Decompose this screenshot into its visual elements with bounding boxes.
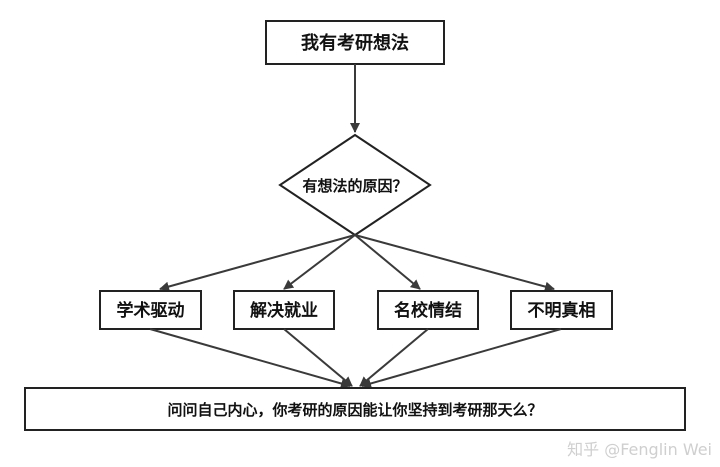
arrow-reason-4-to-conclusion: [361, 328, 562, 389]
reason-node-3-label: 名校情结: [394, 300, 462, 321]
arrow-reason-3-to-conclusion: [359, 328, 429, 387]
reason-node-4-label: 不明真相: [528, 300, 596, 321]
reason-node-1-label: 学术驱动: [117, 300, 185, 321]
watermark-text: 知乎 @Fenglin Wei: [567, 440, 712, 459]
arrow-decision-to-reason-2: [283, 234, 356, 290]
decision-node-label: 有想法的原因？: [302, 177, 407, 195]
decision-node: 有想法的原因？: [278, 133, 432, 237]
reason-node-1: 学术驱动: [99, 290, 202, 330]
arrow-reason-2-to-conclusion: [283, 328, 353, 387]
reason-node-3: 名校情结: [377, 290, 479, 330]
start-node: 我有考研想法: [265, 20, 445, 65]
start-node-label: 我有考研想法: [301, 32, 409, 54]
arrow-decision-to-reason-4: [354, 234, 555, 292]
conclusion-node: 问问自己内心，你考研的原因能让你坚持到考研那天么？: [24, 387, 686, 431]
arrow-decision-to-reason-3: [354, 234, 421, 290]
reason-node-2: 解决就业: [233, 290, 335, 330]
arrow-decision-to-reason-1: [159, 234, 356, 292]
reason-node-2-label: 解决就业: [250, 300, 318, 321]
reason-node-4: 不明真相: [510, 290, 613, 330]
arrow-reason-1-to-conclusion: [149, 328, 351, 389]
conclusion-node-label: 问问自己内心，你考研的原因能让你坚持到考研那天么？: [167, 401, 542, 419]
